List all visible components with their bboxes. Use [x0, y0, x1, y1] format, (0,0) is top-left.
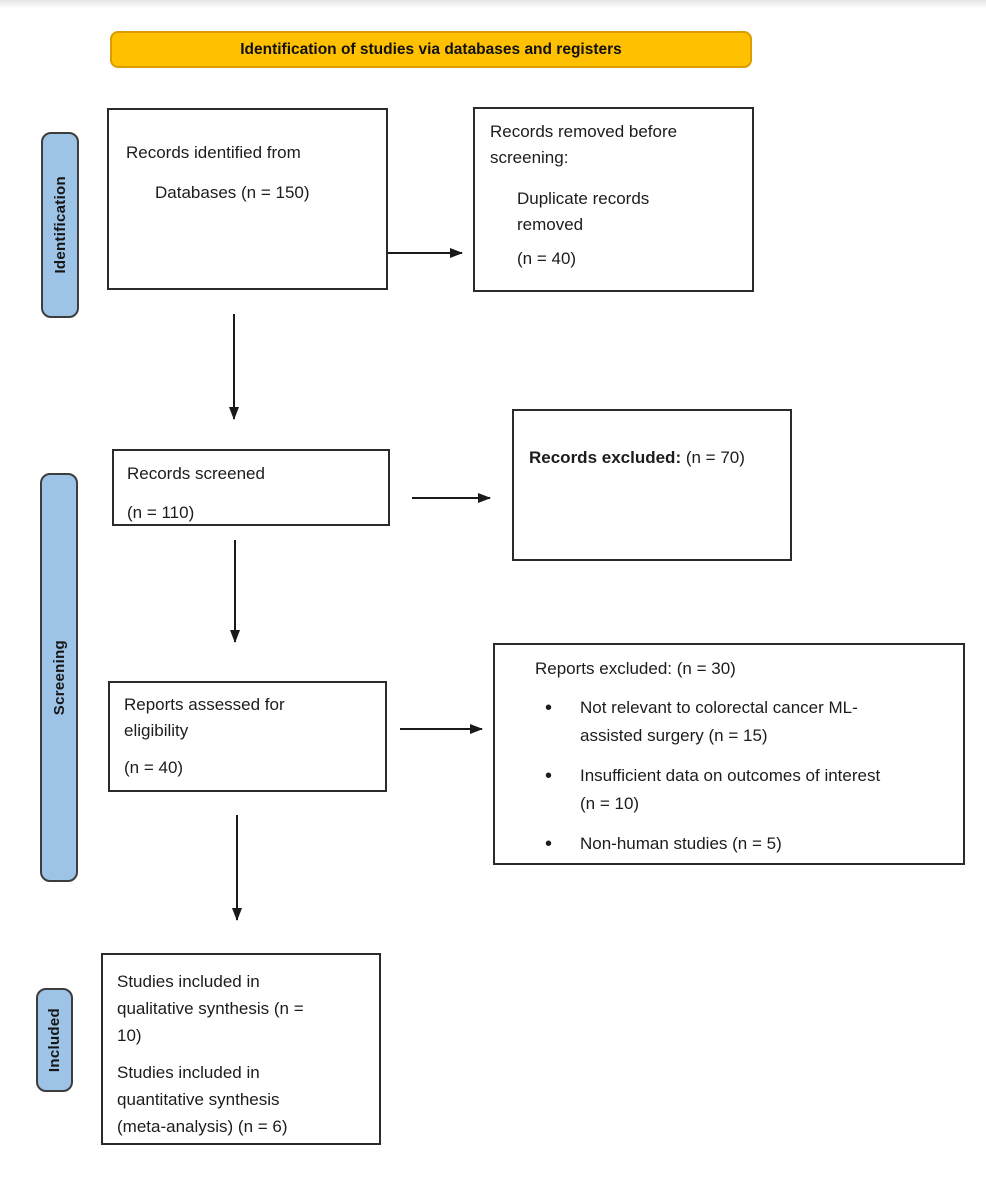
- records-screened-text: Records screened: [127, 464, 265, 483]
- reports-excluded-reason-2: Insufficient data on outcomes of interes…: [535, 762, 953, 818]
- box-records-identified: Records identified from Databases (n = 1…: [107, 108, 388, 290]
- box-records-screened: Records screened (n = 110): [112, 449, 390, 526]
- reports-assessed-text: Reports assessed for eligibility: [124, 695, 285, 740]
- records-removed-item: Duplicate records removed: [517, 189, 650, 234]
- records-excluded-count: (n = 70): [685, 448, 745, 467]
- box-records-removed: Records removed before screening: Duplic…: [473, 107, 754, 292]
- reports-assessed-count: (n = 40): [124, 758, 184, 777]
- stage-bar-included: Included: [36, 988, 73, 1092]
- reports-excluded-heading: Reports excluded: (n = 30): [535, 659, 736, 678]
- box-records-excluded: Records excluded: (n = 70): [512, 409, 792, 561]
- records-identified-text: Records identified from: [126, 143, 301, 162]
- box-studies-included: Studies included in qualitative synthesi…: [101, 953, 381, 1145]
- records-screened-count: (n = 110): [127, 503, 195, 522]
- reports-excluded-list: Not relevant to colorectal cancer ML- as…: [535, 694, 953, 858]
- studies-included-quantitative: Studies included in quantitative synthes…: [117, 1063, 288, 1136]
- records-identified-source: Databases (n = 150): [155, 183, 310, 202]
- reports-excluded-reason-1: Not relevant to colorectal cancer ML- as…: [535, 694, 953, 750]
- records-removed-heading: Records removed before screening:: [490, 122, 678, 167]
- page-edge-shadow: [0, 0, 986, 9]
- box-reports-excluded: Reports excluded: (n = 30) Not relevant …: [493, 643, 965, 865]
- banner-label: Identification of studies via databases …: [240, 40, 622, 58]
- records-excluded-label: Records excluded:: [529, 448, 682, 467]
- box-reports-assessed: Reports assessed for eligibility (n = 40…: [108, 681, 387, 792]
- stage-bar-screening: Screening: [40, 473, 78, 882]
- records-removed-count: (n = 40): [517, 249, 577, 268]
- stage-bar-identification: Identification: [41, 132, 79, 318]
- reports-excluded-reason-3: Non-human studies (n = 5): [535, 830, 953, 858]
- banner-identification-of-studies: Identification of studies via databases …: [110, 31, 752, 68]
- stage-label-identification: Identification: [51, 176, 69, 274]
- stage-label-screening: Screening: [50, 639, 68, 716]
- studies-included-qualitative: Studies included in qualitative synthesi…: [117, 972, 304, 1045]
- stage-label-included: Included: [46, 1007, 63, 1073]
